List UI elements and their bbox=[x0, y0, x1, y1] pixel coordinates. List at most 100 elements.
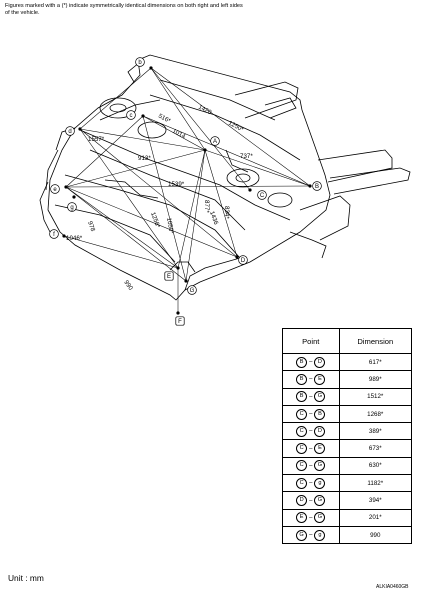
point-marker bbox=[257, 190, 267, 200]
point-marker bbox=[126, 110, 136, 120]
point-column-header: Point bbox=[282, 328, 340, 354]
dimension-label: 990 bbox=[122, 279, 134, 292]
dimension-value: 1268* bbox=[338, 404, 413, 424]
point-e: e bbox=[50, 184, 68, 194]
measurement-line bbox=[150, 67, 251, 191]
point-marker bbox=[49, 229, 59, 239]
point-marker bbox=[67, 202, 77, 212]
point-marker bbox=[238, 255, 248, 265]
measurement-line bbox=[150, 67, 311, 187]
dimension-value: 989* bbox=[338, 370, 413, 389]
dimension-label: 877* bbox=[203, 200, 210, 213]
from-point-badge: B bbox=[296, 391, 308, 403]
point-g: g bbox=[67, 195, 77, 212]
point-pair-cell: D–G bbox=[282, 491, 340, 510]
measurement-line bbox=[185, 149, 206, 282]
point-dot bbox=[176, 311, 180, 315]
from-point-badge: C bbox=[296, 443, 308, 455]
point-pair-cell: B–E bbox=[282, 370, 340, 389]
measurement-line bbox=[65, 186, 187, 282]
point-pair-cell: B–G bbox=[282, 387, 340, 406]
point-pair-cell: C–D bbox=[282, 422, 340, 441]
from-point-badge: B bbox=[296, 356, 308, 368]
dimension-value: 389* bbox=[338, 422, 413, 441]
measurement-line bbox=[204, 149, 238, 258]
point-marker bbox=[65, 126, 75, 136]
point-dot bbox=[149, 66, 153, 70]
point-label: d bbox=[68, 129, 71, 135]
dimension-label: 834* bbox=[223, 206, 230, 219]
measurement-line bbox=[142, 115, 187, 282]
point-marker bbox=[164, 271, 174, 281]
dimension-value: 673* bbox=[338, 439, 413, 458]
dimension-value: 1512* bbox=[338, 387, 413, 406]
to-point-badge: E bbox=[314, 373, 326, 385]
from-point-badge: G bbox=[296, 529, 308, 541]
dimension-label: 1539* bbox=[168, 181, 185, 188]
unit-label: Unit : mm bbox=[8, 573, 44, 583]
point-marker bbox=[312, 181, 322, 191]
dimension-column-header: Dimension bbox=[338, 328, 413, 354]
point-c: c bbox=[126, 110, 145, 120]
point-marker bbox=[210, 136, 220, 146]
dimension-value: 394* bbox=[338, 491, 413, 510]
measurement-line bbox=[79, 67, 152, 130]
point-pair-cell: C–G bbox=[282, 456, 340, 476]
point-dot bbox=[203, 148, 207, 152]
point-pair-cell: G–g bbox=[282, 525, 340, 545]
point-dot bbox=[235, 255, 239, 259]
to-point-badge: D bbox=[314, 356, 326, 368]
to-point-badge: G bbox=[314, 391, 326, 403]
to-point-badge: G bbox=[314, 460, 326, 472]
measurement-line bbox=[79, 128, 206, 151]
measurement-line bbox=[63, 235, 179, 269]
point-label: e bbox=[53, 187, 57, 193]
measurement-line bbox=[65, 185, 311, 188]
point-label: C bbox=[260, 193, 265, 199]
body-structure-outline bbox=[39, 54, 411, 301]
to-point-badge: G bbox=[314, 512, 326, 524]
from-point-badge: C bbox=[296, 408, 308, 420]
dimension-label: 1420 bbox=[197, 104, 213, 117]
point-marker bbox=[50, 184, 60, 194]
measurement-line bbox=[177, 149, 206, 269]
point-marker bbox=[187, 285, 197, 295]
point-A: A bbox=[203, 136, 220, 152]
dimension-label: 1046* bbox=[66, 235, 83, 242]
measurement-line bbox=[150, 67, 206, 151]
dimension-labels: 14201250*737*516*10141557*913*1539*877*8… bbox=[66, 104, 253, 292]
dimension-label: 913* bbox=[138, 155, 151, 162]
point-label: D bbox=[241, 258, 246, 264]
point-f: f bbox=[49, 229, 66, 239]
point-d: d bbox=[65, 126, 82, 136]
point-dot bbox=[141, 114, 145, 118]
dimension-label: 1557* bbox=[88, 136, 105, 143]
symmetry-note: Figures marked with a (*) indicate symme… bbox=[5, 3, 243, 16]
point-label: f bbox=[53, 232, 55, 238]
to-point-badge: g bbox=[314, 529, 326, 541]
measurement-line bbox=[65, 149, 206, 188]
point-dot bbox=[64, 185, 68, 189]
dimension-label: 1050* bbox=[165, 217, 175, 235]
measurement-line bbox=[65, 186, 179, 269]
point-pair-cell: C–B bbox=[282, 404, 340, 424]
dimension-label: 978 bbox=[86, 220, 96, 233]
measurement-line bbox=[142, 115, 206, 151]
point-B: B bbox=[308, 181, 322, 191]
point-label: c bbox=[130, 113, 133, 119]
measurement-line bbox=[204, 149, 311, 187]
from-point-badge: C bbox=[296, 460, 308, 472]
point-dot bbox=[184, 279, 188, 283]
point-label: A bbox=[213, 139, 217, 145]
dimension-label: 1436 bbox=[208, 210, 219, 226]
dimension-value: 630* bbox=[338, 456, 413, 476]
point-pair-cell: E–G bbox=[282, 508, 340, 527]
point-dot bbox=[248, 188, 252, 192]
to-point-badge: G bbox=[314, 495, 326, 507]
